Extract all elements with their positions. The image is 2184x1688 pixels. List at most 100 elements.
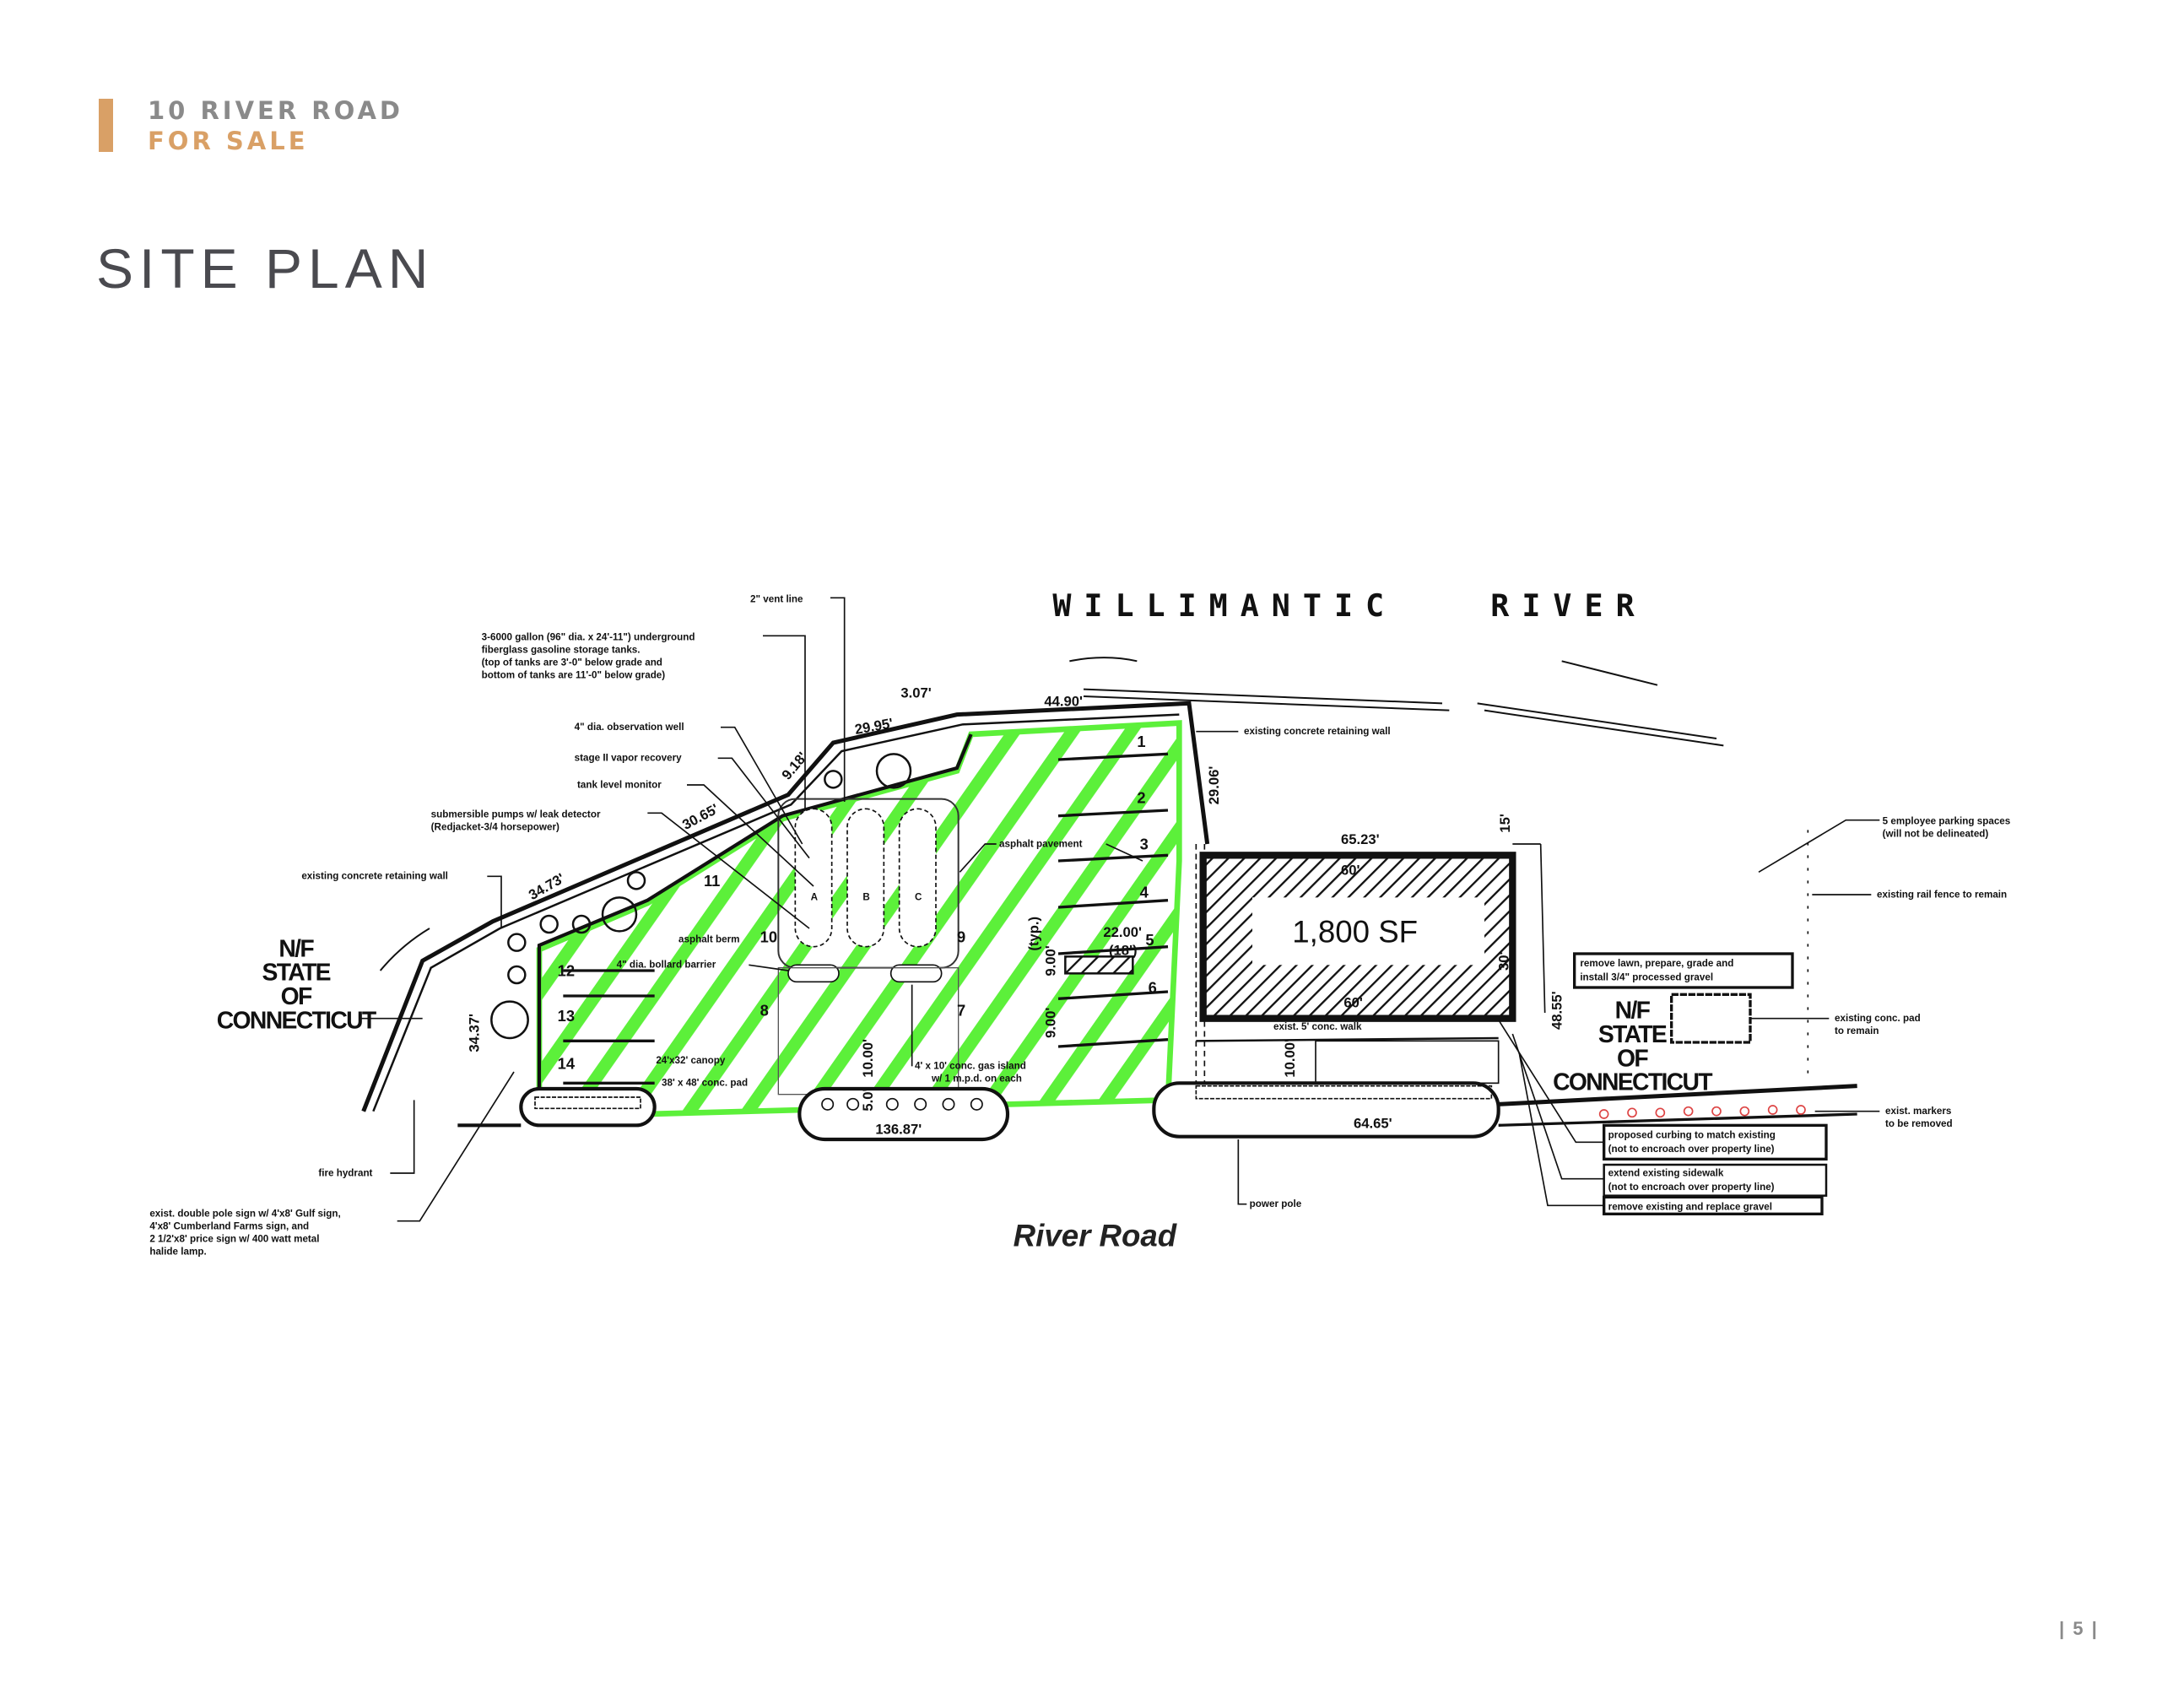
svg-text:22.00': 22.00' [1103, 924, 1142, 940]
neighbor-right: N/F STATE OF CONNECTICUT [1553, 998, 1714, 1096]
svg-text:7: 7 [957, 1001, 965, 1019]
svg-text:64.65': 64.65' [1354, 1116, 1392, 1132]
svg-text:exist. 5' conc. walk: exist. 5' conc. walk [1273, 1021, 1362, 1032]
page-number: | 5 | [2059, 1618, 2099, 1639]
svg-text:(top of tanks are 3'-0" below: (top of tanks are 3'-0" below grade and [482, 657, 662, 668]
svg-text:CONNECTICUT: CONNECTICUT [1553, 1069, 1712, 1096]
svg-text:C: C [915, 892, 922, 903]
svg-text:submersible pumps w/ leak dete: submersible pumps w/ leak detector [431, 809, 601, 820]
svg-text:10.00': 10.00' [1282, 1039, 1298, 1078]
svg-text:9.00': 9.00' [1043, 1008, 1059, 1038]
svg-text:4" dia. observation well: 4" dia. observation well [575, 722, 684, 733]
page-title: SITE PLAN [96, 237, 435, 300]
svg-text:11: 11 [704, 872, 720, 890]
svg-text:1: 1 [1137, 733, 1145, 750]
svg-text:4'x8' Cumberland Farms sign, a: 4'x8' Cumberland Farms sign, and [149, 1221, 309, 1232]
svg-text:stage II vapor recovery: stage II vapor recovery [575, 753, 683, 764]
svg-text:3.07': 3.07' [900, 685, 931, 701]
svg-text:48.55': 48.55' [1549, 991, 1565, 1030]
svg-text:power pole: power pole [1250, 1198, 1302, 1209]
svg-text:38' x 48' conc. pad: 38' x 48' conc. pad [662, 1078, 748, 1089]
svg-text:29.95': 29.95' [853, 715, 894, 738]
svg-text:existing rail fence to remain: existing rail fence to remain [1877, 889, 2007, 900]
accent-bar [99, 99, 113, 152]
svg-text:existing concrete retaining wa: existing concrete retaining wall [301, 871, 448, 882]
svg-text:extend existing sidewalk: extend existing sidewalk [1608, 1167, 1724, 1178]
svg-text:N/F: N/F [1615, 998, 1651, 1025]
svg-text:halide lamp.: halide lamp. [149, 1247, 206, 1258]
svg-text:5: 5 [1145, 931, 1154, 949]
svg-text:asphalt pavement: asphalt pavement [999, 838, 1083, 849]
svg-text:2" vent line: 2" vent line [750, 593, 803, 604]
svg-text:(18'): (18') [1109, 943, 1138, 959]
tank-labels: A B C [811, 892, 922, 903]
svg-text:14: 14 [558, 1055, 576, 1073]
retaining-wall [361, 701, 1210, 1112]
svg-text:exist. markers: exist. markers [1885, 1106, 1951, 1117]
svg-text:24'x32' canopy: 24'x32' canopy [656, 1055, 726, 1066]
svg-text:4" dia. bollard barrier: 4" dia. bollard barrier [617, 960, 716, 971]
svg-text:30': 30' [1495, 951, 1511, 971]
svg-text:CONNECTICUT: CONNECTICUT [217, 1007, 376, 1034]
svg-text:to remain: to remain [1835, 1025, 1879, 1036]
svg-text:STATE: STATE [262, 960, 331, 987]
neighbor-left: N/F STATE OF CONNECTICUT [217, 935, 378, 1034]
svg-text:B: B [862, 892, 869, 903]
svg-text:4' x 10' conc. gas island: 4' x 10' conc. gas island [915, 1061, 1026, 1072]
svg-text:12: 12 [558, 962, 575, 980]
svg-text:to be removed: to be removed [1885, 1118, 1953, 1129]
svg-text:OF: OF [1617, 1045, 1648, 1072]
svg-text:asphalt berm: asphalt berm [678, 934, 740, 945]
svg-text:fiberglass gasoline storage ta: fiberglass gasoline storage tanks. [482, 644, 641, 655]
svg-text:9: 9 [957, 928, 965, 946]
svg-text:fire hydrant: fire hydrant [318, 1167, 372, 1178]
svg-text:STATE: STATE [1598, 1021, 1667, 1048]
river-label: WILLIMANTIC RIVER [1052, 587, 1646, 624]
svg-text:2: 2 [1137, 789, 1145, 807]
svg-text:15': 15' [1497, 814, 1513, 833]
svg-text:(not to encroach over property: (not to encroach over property line) [1608, 1182, 1775, 1193]
svg-text:10.00': 10.00' [860, 1039, 876, 1078]
svg-text:install 3/4" processed gravel: install 3/4" processed gravel [1580, 972, 1713, 983]
svg-text:N/F: N/F [278, 935, 314, 962]
building-area-label: 1,800 SF [1292, 915, 1418, 950]
svg-text:OF: OF [281, 983, 312, 1010]
svg-text:60': 60' [1341, 863, 1360, 879]
svg-text:136.87': 136.87' [875, 1121, 922, 1137]
tree-icons [490, 753, 912, 1040]
svg-text:w/ 1 m.p.d. on each: w/ 1 m.p.d. on each [931, 1074, 1022, 1085]
svg-text:remove existing and replace gr: remove existing and replace gravel [1608, 1201, 1772, 1212]
svg-text:9.00': 9.00' [1043, 945, 1059, 976]
svg-text:3-6000 gallon (96" dia. x 24'-: 3-6000 gallon (96" dia. x 24'-11") under… [482, 631, 695, 642]
svg-text:existing conc. pad: existing conc. pad [1835, 1013, 1921, 1024]
svg-text:bottom of tanks are 11'-0" bel: bottom of tanks are 11'-0" below grade) [482, 669, 666, 680]
svg-text:(Redjacket-3/4 horsepower): (Redjacket-3/4 horsepower) [431, 821, 560, 832]
svg-text:proposed curbing to match exis: proposed curbing to match existing [1608, 1129, 1776, 1140]
svg-text:remove lawn, prepare, grade an: remove lawn, prepare, grade and [1580, 958, 1733, 969]
svg-text:60': 60' [1343, 994, 1363, 1010]
svg-text:(will not be delineated): (will not be delineated) [1883, 829, 1989, 840]
svg-text:6: 6 [1149, 979, 1157, 997]
svg-text:29.06': 29.06' [1206, 766, 1222, 805]
svg-text:exist. double pole sign w/ 4'x: exist. double pole sign w/ 4'x8' Gulf si… [149, 1209, 340, 1220]
svg-text:tank level monitor: tank level monitor [577, 779, 662, 790]
road-label: River Road [1014, 1219, 1178, 1253]
svg-text:8: 8 [760, 1001, 769, 1019]
sale-status: FOR SALE [148, 127, 309, 155]
svg-text:(typ.): (typ.) [1026, 917, 1042, 951]
svg-text:4: 4 [1140, 883, 1149, 901]
svg-text:5 employee parking spaces: 5 employee parking spaces [1883, 816, 2011, 827]
svg-text:5.0': 5.0' [860, 1089, 876, 1112]
svg-text:3: 3 [1140, 836, 1149, 853]
svg-text:2 1/2'x8' price sign w/ 400 wa: 2 1/2'x8' price sign w/ 400 watt metal [149, 1234, 319, 1245]
svg-text:10: 10 [760, 928, 777, 946]
svg-text:44.90': 44.90' [1044, 694, 1083, 710]
svg-text:13: 13 [558, 1007, 575, 1025]
property-address: 10 RIVER ROAD [148, 96, 403, 125]
svg-text:existing concrete retaining wa: existing concrete retaining wall [1244, 726, 1391, 737]
svg-text:65.23': 65.23' [1341, 831, 1380, 847]
annotations: 2" vent line 3-6000 gallon (96" dia. x 2… [149, 593, 2010, 1257]
parking-space-numbers: 1 2 3 4 5 6 7 8 9 10 11 12 13 14 [558, 733, 1157, 1073]
svg-text:34.37': 34.37' [466, 1014, 482, 1052]
